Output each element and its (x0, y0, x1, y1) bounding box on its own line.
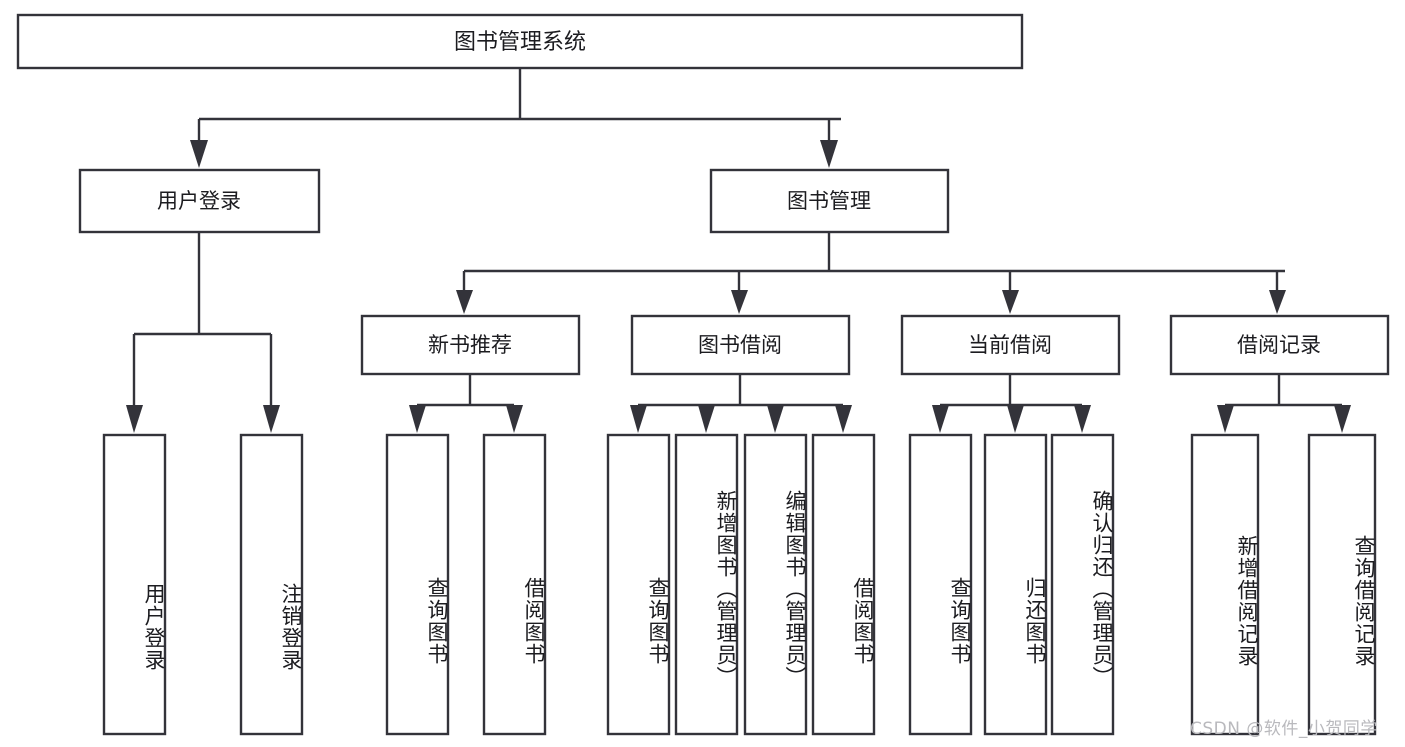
node-root[interactable]: 图书管理系统 (16, 13, 1024, 70)
arrow-head-book-borrow (731, 290, 748, 314)
node-leaf-borrow-book-1-box[interactable] (482, 433, 547, 736)
node-new-book-recommend[interactable]: 新书推荐 (360, 314, 581, 376)
arrow-head-leaf-logout-login (263, 405, 280, 433)
node-book-borrow-label: 图书借阅 (698, 333, 782, 357)
node-leaf-query-borrow-record-box[interactable] (1307, 433, 1377, 736)
arrow-head-leaf-borrow-book-1 (506, 405, 523, 433)
arrow-head-leaf-user-login (126, 405, 143, 433)
node-leaf-query-book-3-box[interactable] (908, 433, 973, 736)
connector-group-root (190, 68, 841, 168)
arrow-head-leaf-query-book-3 (932, 405, 949, 433)
node-book-management[interactable]: 图书管理 (709, 168, 950, 234)
arrow-head-leaf-query-borrow-record (1334, 405, 1351, 433)
node-leaf-logout-login-box[interactable] (239, 433, 304, 736)
arrow-head-leaf-add-borrow-record (1217, 405, 1234, 433)
node-book-borrow[interactable]: 图书借阅 (630, 314, 851, 376)
arrow-head-book-management (820, 140, 838, 168)
arrow-head-leaf-query-book-1 (409, 405, 426, 433)
node-user-login[interactable]: 用户登录 (78, 168, 321, 234)
node-borrow-record[interactable]: 借阅记录 (1169, 314, 1390, 376)
arrow-head-current-borrow (1002, 290, 1019, 314)
node-book-management-label: 图书管理 (787, 189, 871, 213)
node-current-borrow[interactable]: 当前借阅 (900, 314, 1121, 376)
node-book-management-box[interactable] (709, 168, 950, 234)
node-new-book-recommend-box[interactable] (360, 314, 581, 376)
connector-group-book-management (456, 232, 1286, 314)
arrow-head-leaf-add-book-admin (698, 405, 715, 433)
arrow-head-leaf-confirm-return-admin (1074, 405, 1091, 433)
connector-group-new-book-recommend (409, 374, 523, 433)
node-leaf-add-book-admin-box[interactable] (674, 433, 739, 736)
arrow-head-new-book-recommend (456, 290, 473, 314)
arrow-head-user-login (190, 140, 208, 168)
connector-group-current-borrow (932, 374, 1091, 433)
node-leaf-query-book-1-box[interactable] (385, 433, 450, 736)
arrow-head-leaf-query-book-2 (630, 405, 647, 433)
node-book-borrow-box[interactable] (630, 314, 851, 376)
arrow-head-leaf-borrow-book-2 (835, 405, 852, 433)
node-current-borrow-label: 当前借阅 (968, 333, 1052, 357)
arrow-head-borrow-record (1269, 290, 1286, 314)
node-user-login-box[interactable] (78, 168, 321, 234)
connector-group-book-borrow (630, 374, 852, 433)
connector-group-user-login (126, 232, 280, 433)
node-borrow-record-label: 借阅记录 (1237, 333, 1321, 357)
node-leaf-add-borrow-record-box[interactable] (1190, 433, 1260, 736)
node-borrow-record-box[interactable] (1169, 314, 1390, 376)
node-leaf-query-book-2-box[interactable] (606, 433, 671, 736)
node-leaf-edit-book-admin-box[interactable] (743, 433, 808, 736)
node-root-box[interactable] (16, 13, 1024, 70)
arrow-head-leaf-return-book (1007, 405, 1024, 433)
node-leaf-user-login-box[interactable] (102, 433, 167, 736)
node-leaf-return-book-box[interactable] (983, 433, 1048, 736)
node-root-label: 图书管理系统 (454, 30, 586, 55)
node-leaf-confirm-return-admin-box[interactable] (1050, 433, 1115, 736)
node-user-login-label: 用户登录 (157, 189, 241, 213)
node-new-book-recommend-label: 新书推荐 (428, 333, 512, 357)
connector-group-borrow-record (1217, 374, 1351, 433)
watermark-text: CSDN @软件_小贺同学 (1190, 719, 1378, 739)
arrow-head-leaf-edit-book-admin (767, 405, 784, 433)
node-current-borrow-box[interactable] (900, 314, 1121, 376)
node-leaf-borrow-book-2-box[interactable] (811, 433, 876, 736)
